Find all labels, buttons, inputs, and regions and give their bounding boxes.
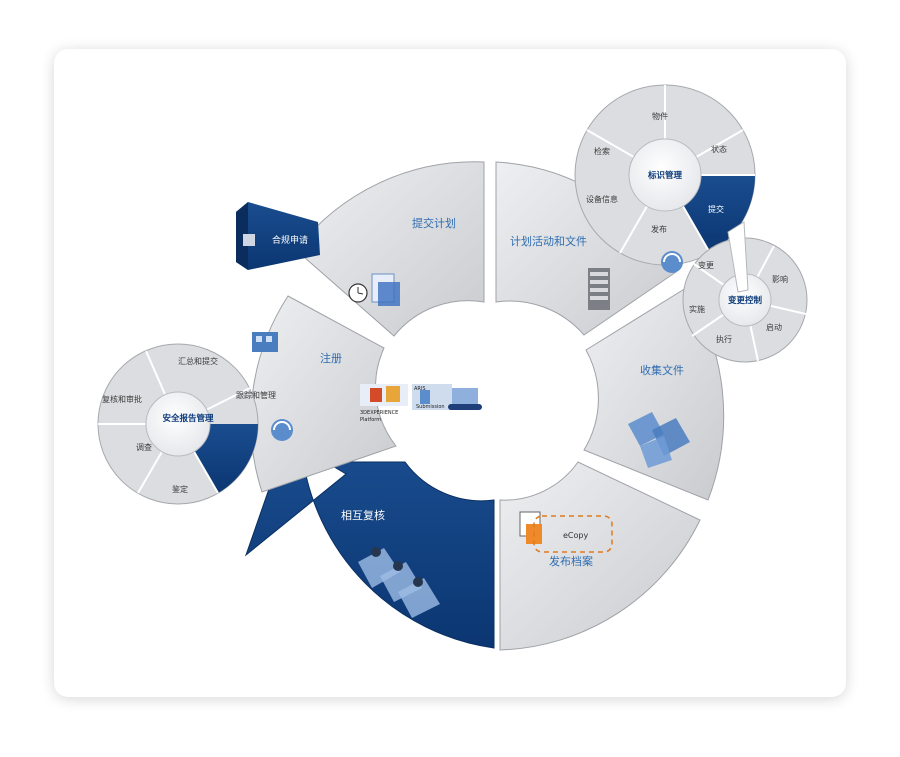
safety-item-1[interactable]: 跟踪和管理 (236, 390, 276, 400)
register-cube-icon (252, 332, 278, 352)
change-item-1[interactable]: 启动 (766, 322, 782, 332)
change-hub-label: 变更控制 (728, 295, 763, 306)
label-collect: 收集文件 (640, 363, 684, 377)
change-pointer-arrow (727, 221, 749, 293)
compliance-tab[interactable]: 合规申请 (236, 202, 320, 270)
refresh-icon-right (661, 251, 683, 273)
identity-hub-label: 标识管理 (647, 170, 683, 181)
identity-item-5[interactable]: 检索 (594, 146, 610, 156)
label-register: 注册 (320, 351, 342, 365)
label-plan-activity: 计划活动和文件 (510, 234, 587, 248)
logo-platform-line1: 3DEXPERIENCE (360, 410, 398, 416)
change-ring: 变更控制 影响 启动 执行 实施 变更 (682, 237, 808, 363)
safety-item-0[interactable]: 汇总和提交 (178, 356, 218, 366)
segment-plan-submit[interactable] (295, 161, 485, 337)
identity-item-1[interactable]: 状态 (711, 144, 727, 154)
change-item-4[interactable]: 变更 (698, 260, 714, 270)
change-item-2[interactable]: 执行 (716, 334, 732, 344)
identity-ring: 标识管理 物件 状态 提交 发布 设备信息 检索 (574, 84, 756, 266)
clock-document-icon (348, 273, 400, 306)
change-item-3[interactable]: 实施 (689, 304, 705, 314)
ecopy-box[interactable] (533, 515, 613, 553)
logo-partner-line2: Submission (416, 404, 445, 410)
center-hub (402, 310, 582, 490)
collect-cloud-icon (628, 412, 690, 468)
change-item-0[interactable]: 影响 (772, 274, 788, 284)
safety-hub-label: 安全报告管理 (162, 413, 214, 424)
safety-item-2[interactable]: 鉴定 (172, 484, 188, 494)
identity-item-0[interactable]: 物件 (652, 111, 668, 121)
logo-partner-line1: ARIS (414, 386, 426, 392)
center-logo-cluster: 3DEXPERIENCE Platform ARIS Submission (360, 384, 482, 423)
building-icon (243, 234, 255, 246)
safety-ring: 安全报告管理 汇总和提交 跟踪和管理 鉴定 调查 复核和审批 (97, 343, 276, 505)
safety-item-3[interactable]: 调查 (136, 442, 152, 452)
logo-platform-line2: Platform (360, 417, 381, 423)
identity-item-3[interactable]: 发布 (651, 224, 667, 234)
segment-publish[interactable] (499, 461, 701, 651)
label-plan-submit: 提交计划 (412, 216, 456, 230)
label-ecopy: eCopy (563, 531, 588, 540)
label-compliance: 合规申请 (272, 234, 308, 246)
identity-item-4[interactable]: 设备信息 (586, 194, 618, 204)
label-publish: 发布档案 (549, 554, 593, 568)
refresh-icon-left (271, 419, 293, 441)
ecopy-document-icon (519, 511, 542, 544)
review-people-icon (358, 547, 440, 618)
identity-item-2[interactable]: 提交 (708, 204, 724, 214)
label-mutual-review: 相互复核 (341, 508, 385, 522)
server-stack-icon (588, 268, 610, 310)
safety-item-4[interactable]: 复核和审批 (102, 394, 142, 404)
